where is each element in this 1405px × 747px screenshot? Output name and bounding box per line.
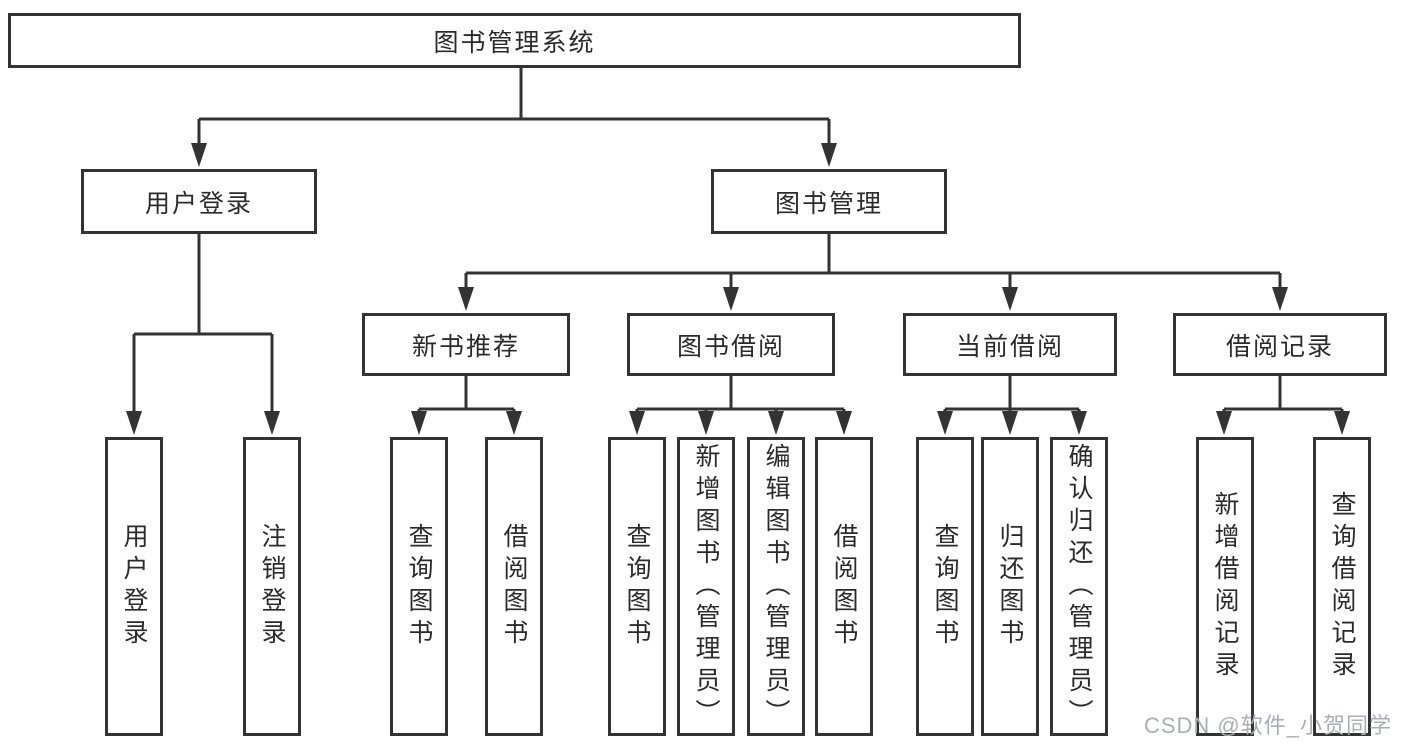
- leaf-logout: 注销登录: [243, 437, 301, 736]
- node-new-book-recommend-label: 新书推荐: [411, 332, 520, 361]
- leaf-add-book: 新增图书（管理员）: [677, 437, 735, 736]
- node-borrow-record-label: 借阅记录: [1225, 332, 1334, 361]
- leaf-borrow-book-1-label: 借阅图书: [500, 522, 528, 651]
- node-current-borrow: 当前借阅: [903, 313, 1117, 376]
- node-root-label: 图书管理系统: [433, 28, 596, 57]
- leaf-borrow-book-1: 借阅图书: [485, 437, 543, 736]
- leaf-edit-book: 编辑图书（管理员）: [747, 437, 805, 736]
- node-book-management: 图书管理: [711, 169, 947, 234]
- leaf-query-borrow-record: 查询借阅记录: [1313, 437, 1371, 736]
- leaf-query-book-1-label: 查询图书: [405, 522, 433, 651]
- leaf-add-borrow-record-label: 新增借阅记录: [1211, 490, 1239, 683]
- node-user-login-label: 用户登录: [144, 189, 253, 218]
- leaf-query-book-3-label: 查询图书: [931, 522, 959, 651]
- node-user-login: 用户登录: [81, 169, 317, 234]
- node-borrow-record: 借阅记录: [1173, 313, 1387, 376]
- leaf-return-book-label: 归还图书: [996, 522, 1024, 651]
- leaf-logout-label: 注销登录: [258, 522, 286, 651]
- leaf-query-borrow-record-label: 查询借阅记录: [1328, 490, 1356, 683]
- leaf-query-book-2-label: 查询图书: [623, 522, 651, 651]
- leaf-confirm-return: 确认归还（管理员）: [1050, 437, 1108, 736]
- node-book-borrow: 图书借阅: [627, 313, 835, 376]
- leaf-confirm-return-label: 确认归还（管理员）: [1065, 442, 1093, 731]
- node-root: 图书管理系统: [8, 13, 1021, 68]
- leaf-return-book: 归还图书: [981, 437, 1039, 736]
- leaf-add-borrow-record: 新增借阅记录: [1196, 437, 1254, 736]
- leaf-query-book-2: 查询图书: [608, 437, 666, 736]
- leaf-add-book-label: 新增图书（管理员）: [692, 442, 720, 731]
- node-new-book-recommend: 新书推荐: [362, 313, 570, 376]
- leaf-query-book-3: 查询图书: [916, 437, 974, 736]
- leaf-borrow-book-2-label: 借阅图书: [830, 522, 858, 651]
- node-book-management-label: 图书管理: [774, 189, 883, 218]
- leaf-borrow-book-2: 借阅图书: [815, 437, 873, 736]
- leaf-user-login: 用户登录: [105, 437, 163, 736]
- leaf-edit-book-label: 编辑图书（管理员）: [762, 442, 790, 731]
- node-book-borrow-label: 图书借阅: [676, 332, 785, 361]
- watermark-text: CSDN @软件_小贺同学: [1143, 713, 1392, 738]
- leaf-user-login-label: 用户登录: [120, 522, 148, 651]
- node-current-borrow-label: 当前借阅: [955, 332, 1064, 361]
- leaf-query-book-1: 查询图书: [390, 437, 448, 736]
